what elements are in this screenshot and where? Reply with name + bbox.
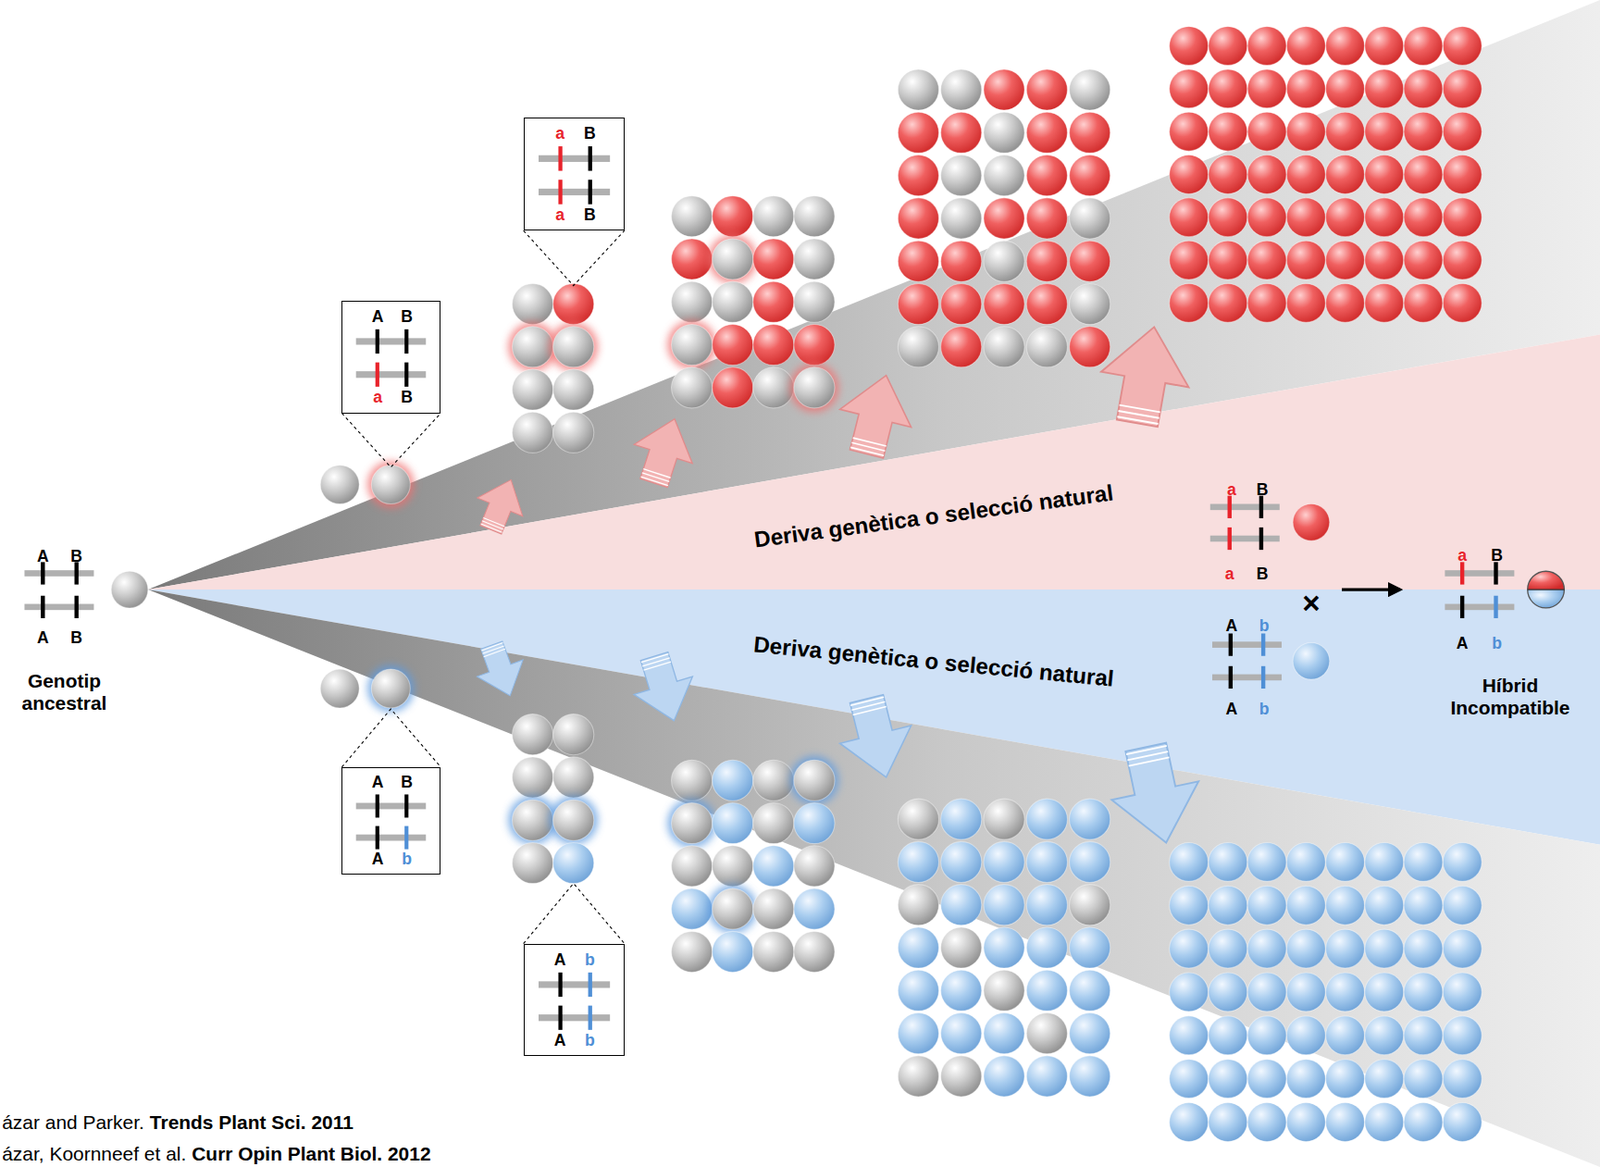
allele-letter: a xyxy=(1225,564,1235,583)
chromosome-symbol xyxy=(342,768,440,874)
allele-letter: A xyxy=(554,952,567,969)
allele-letter: b xyxy=(1259,699,1270,719)
allele-letter: A xyxy=(1226,616,1239,635)
allele-letter: b xyxy=(584,952,596,969)
leader-lines xyxy=(341,230,624,943)
ancestral-caption: Genotip ancestral xyxy=(9,669,120,715)
allele-letter: A xyxy=(372,309,385,326)
genotype-callout-box: aBaB xyxy=(523,117,625,231)
allele-letter: B xyxy=(400,309,413,326)
allele-letter: B xyxy=(70,628,83,647)
cross-symbol: × xyxy=(1302,585,1320,621)
allele-letter: B xyxy=(1490,545,1503,565)
allele-letter: A xyxy=(1456,633,1469,653)
citation-journal: Trends Plant Sci. 2011 xyxy=(149,1111,354,1134)
allele-letter: B xyxy=(583,125,596,143)
citation-text: ázar and Parker. xyxy=(1,1111,145,1134)
genotype-callout-box: ABAb xyxy=(341,767,441,875)
allele-letter: a xyxy=(555,125,565,143)
citation-journal: Curr Opin Plant Biol. 2012 xyxy=(191,1142,431,1166)
allele-letter: B xyxy=(70,546,83,566)
allele-letter: A xyxy=(554,1032,567,1050)
allele-letter: B xyxy=(1256,480,1269,499)
cross-arrow xyxy=(1341,587,1401,591)
allele-letter: B xyxy=(400,389,413,407)
chromosome-symbol xyxy=(524,944,624,1055)
allele-letter: A xyxy=(372,851,385,869)
allele-letter: A xyxy=(372,774,385,792)
red-band xyxy=(148,334,1600,591)
allele-letter: b xyxy=(1491,633,1502,653)
upper-lineage-fan xyxy=(148,0,1600,590)
hybrid-sphere xyxy=(1527,570,1565,608)
genotype-callout-box: AbAb xyxy=(523,943,625,1056)
allele-letter: b xyxy=(584,1032,596,1050)
allele-letter: b xyxy=(401,851,412,869)
citation-text: ázar, Koornneef et al. xyxy=(1,1142,187,1166)
hybrid-caption: Híbrid Incompatible xyxy=(1426,674,1595,720)
lower-lineage-fan xyxy=(148,589,1600,1167)
allele-letter: a xyxy=(555,207,565,224)
allele-letter: A xyxy=(37,628,50,647)
allele-letter: A xyxy=(1226,699,1239,719)
allele-letter: B xyxy=(1256,564,1269,583)
process-label: Deriva genètica o selecció natural xyxy=(752,480,1115,554)
chromosome-symbol xyxy=(524,118,624,230)
selection-arrows xyxy=(468,319,1210,852)
allele-letter: B xyxy=(400,774,413,792)
allele-letter: a xyxy=(1227,480,1237,499)
allele-letter: A xyxy=(37,546,50,566)
genotype-callout-box: ABaB xyxy=(341,300,441,413)
chromosome-symbol xyxy=(342,301,440,412)
allele-letter: b xyxy=(1259,616,1270,635)
allele-letter: a xyxy=(1457,545,1467,565)
population-spheres xyxy=(111,26,1482,1142)
allele-letter: a xyxy=(372,389,383,407)
allele-letter: B xyxy=(583,207,596,224)
process-label: Deriva genètica o selecció natural xyxy=(752,631,1116,692)
